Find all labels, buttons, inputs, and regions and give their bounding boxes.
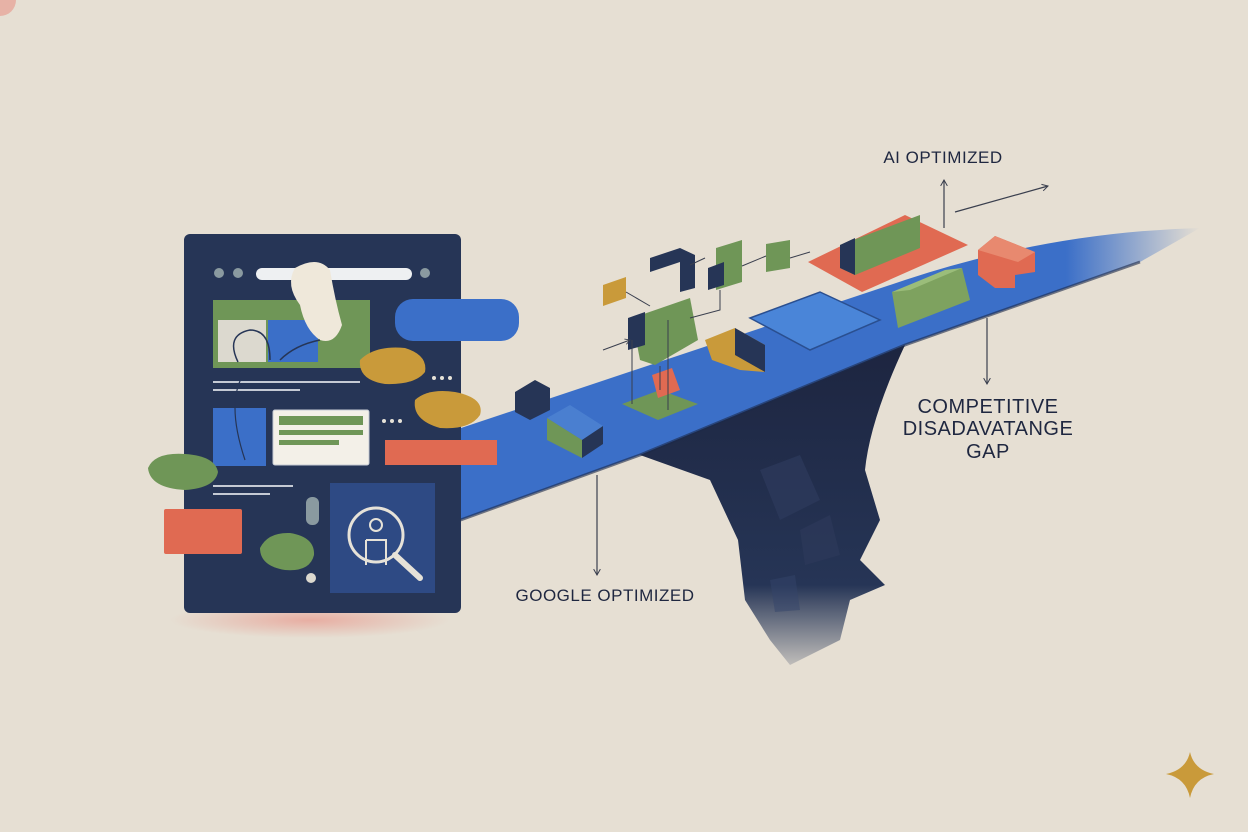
blue-pill xyxy=(395,299,519,341)
coral-cube xyxy=(652,368,680,398)
navy-piece xyxy=(708,262,724,290)
ochre-blob xyxy=(359,347,426,385)
gap-line: GAP xyxy=(966,440,1010,463)
card-bar xyxy=(279,430,363,435)
arrows xyxy=(593,178,1049,577)
hero-inner xyxy=(218,320,266,362)
coral-step-top xyxy=(978,236,1035,262)
road-blocks xyxy=(515,215,1035,458)
card-bar xyxy=(279,416,363,425)
gap-line: COMPETITIVE xyxy=(917,396,1059,418)
floating-blobs xyxy=(148,261,519,571)
navy-panel xyxy=(628,312,645,350)
ochre-blob xyxy=(414,391,481,429)
green-block-top xyxy=(892,268,962,292)
window-dot xyxy=(214,268,224,278)
corner-mark xyxy=(0,0,16,16)
navy-box-side xyxy=(840,238,855,275)
green-cube-side xyxy=(582,426,603,458)
coral-bar xyxy=(385,440,497,465)
green-block-front xyxy=(892,268,970,328)
chasm-shard xyxy=(770,575,800,612)
top-track-arrow xyxy=(954,183,1049,213)
gap-line: DISADAVATANGE xyxy=(902,418,1074,441)
floating-blocks xyxy=(603,240,790,365)
ochre-tile xyxy=(603,277,626,306)
google-optimized-label: GOOGLE OPTIMIZED xyxy=(515,586,695,605)
coral-block xyxy=(164,509,242,554)
thumb-curve xyxy=(234,371,246,461)
magnifier-person-icon xyxy=(347,506,423,581)
hand-line xyxy=(279,339,321,361)
green-blob xyxy=(148,453,218,490)
webpage-mockup xyxy=(184,234,461,613)
hand-blob xyxy=(291,261,342,341)
navy-bracket xyxy=(650,248,695,292)
road-tile xyxy=(748,291,882,351)
green-platform xyxy=(622,390,698,420)
address-bar xyxy=(256,268,412,280)
green-tall xyxy=(766,240,790,272)
sparkle-icon xyxy=(1166,752,1214,798)
green-large xyxy=(632,298,698,365)
chasm-shard xyxy=(760,455,820,520)
green-cube xyxy=(547,418,582,458)
dot xyxy=(306,573,316,583)
hero-curve xyxy=(232,329,271,363)
competitive-gap-label: COMPETITIVE DISADAVATANGE GAP xyxy=(888,396,1088,463)
window-dot xyxy=(420,268,430,278)
green-blob xyxy=(260,532,315,571)
navy-cube xyxy=(515,380,550,420)
navy-block xyxy=(735,328,765,372)
green-box-on-slab xyxy=(840,215,920,275)
green-cube-top xyxy=(547,405,603,440)
ai-optimized-label: AI OPTIMIZED xyxy=(883,148,1003,167)
ellipsis-dots xyxy=(382,376,452,423)
thumb-blue xyxy=(213,408,266,466)
chasm-shard xyxy=(800,515,840,565)
connector-lines xyxy=(602,251,811,410)
window-dot xyxy=(233,268,243,278)
optimization-road xyxy=(455,228,1200,522)
card-bar xyxy=(279,440,339,445)
road-edge xyxy=(454,260,1141,524)
pill xyxy=(306,497,319,525)
